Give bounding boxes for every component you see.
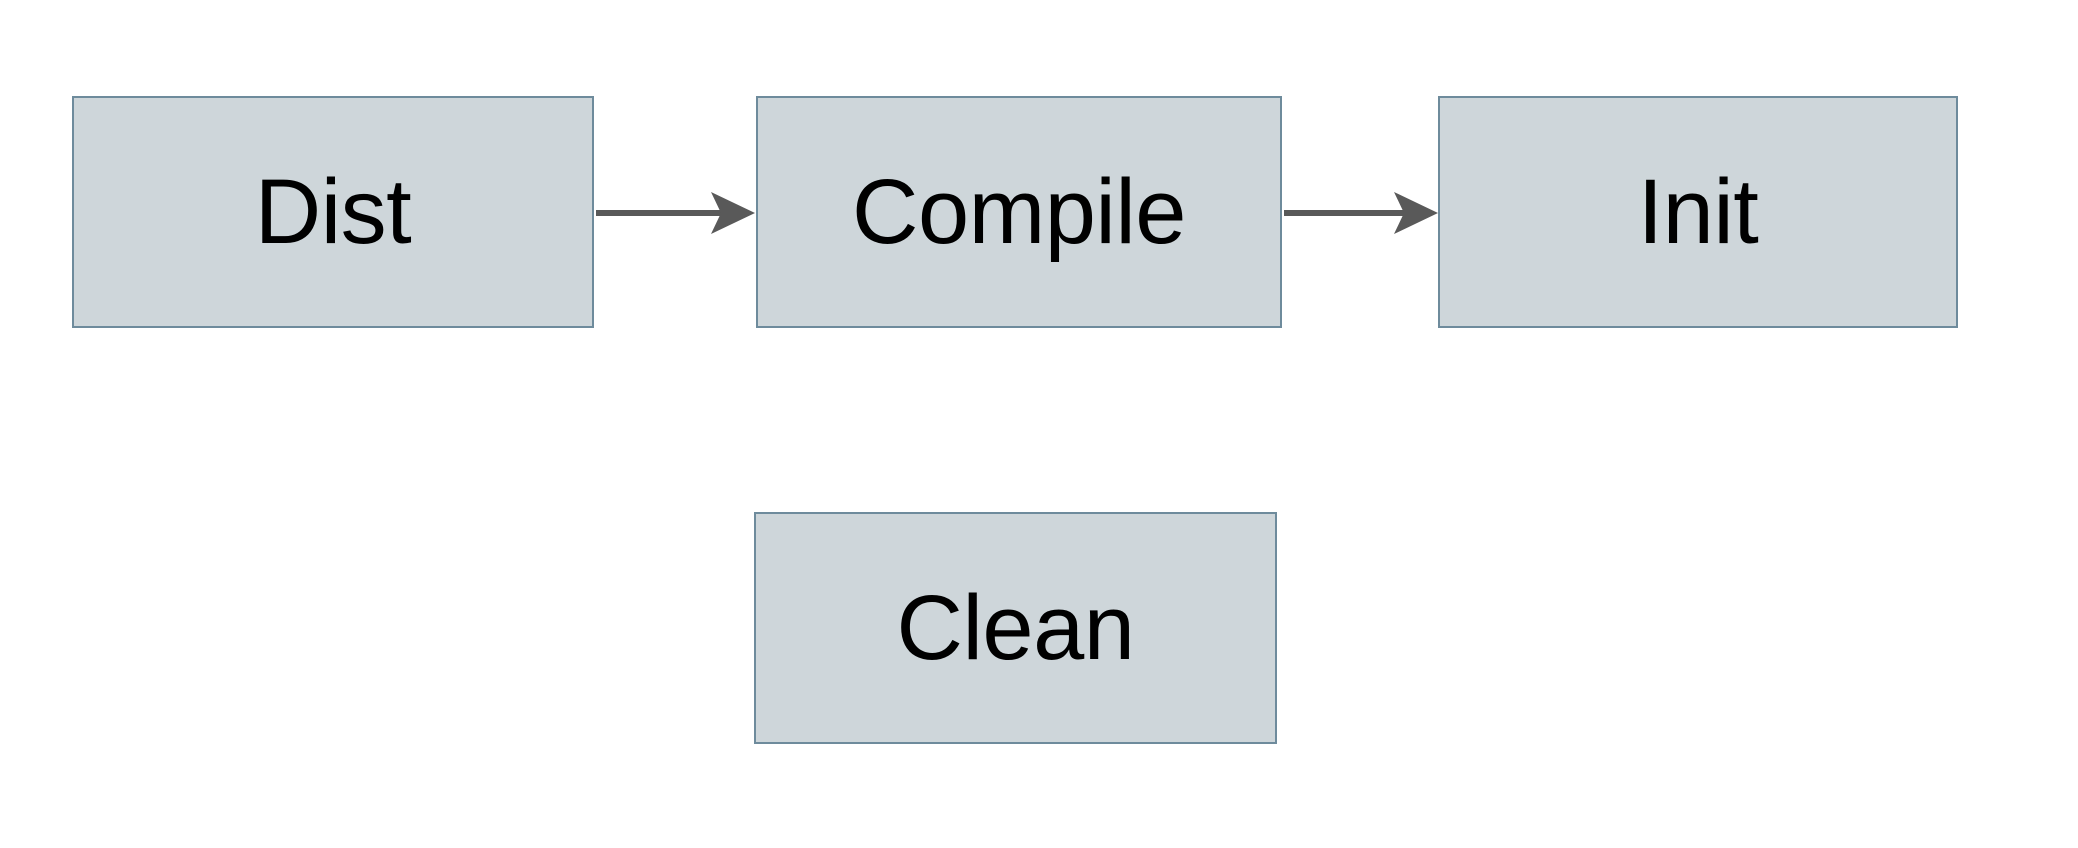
node-init[interactable]: Init xyxy=(1438,96,1958,328)
arrowhead-compile-to-init xyxy=(1394,192,1438,234)
arrowhead-dist-to-compile xyxy=(711,192,755,234)
node-compile[interactable]: Compile xyxy=(756,96,1282,328)
node-label-compile: Compile xyxy=(852,161,1186,263)
node-clean[interactable]: Clean xyxy=(754,512,1277,744)
node-label-init: Init xyxy=(1637,161,1759,263)
node-label-dist: Dist xyxy=(254,161,412,263)
node-dist[interactable]: Dist xyxy=(72,96,594,328)
node-label-clean: Clean xyxy=(896,577,1135,679)
